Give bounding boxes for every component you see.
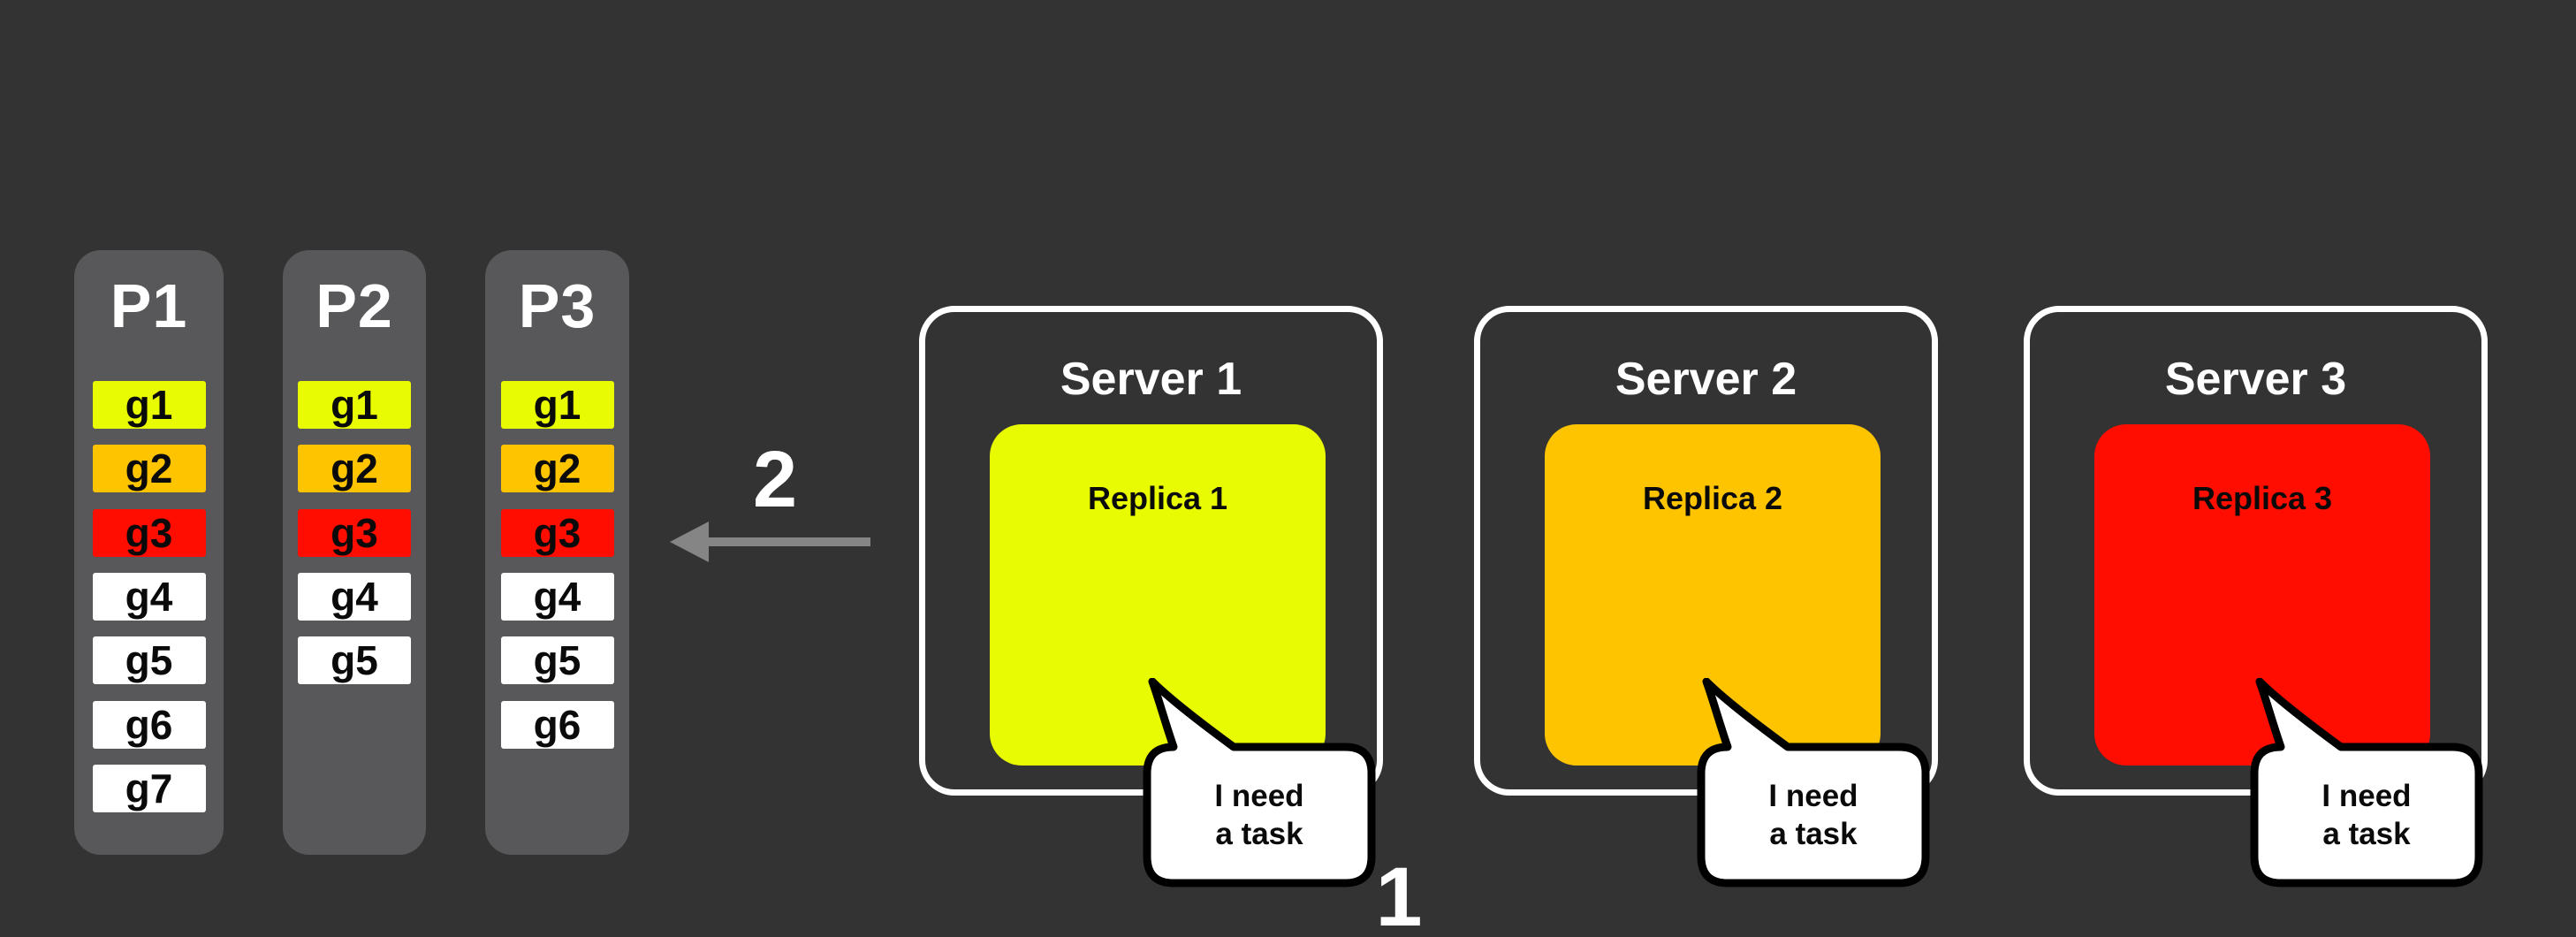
task-cell-g5: g5 xyxy=(92,636,206,684)
speech-bubble-1: I need a task xyxy=(1142,678,1380,890)
bubble-line1: I need xyxy=(2321,779,2412,813)
replica-label: Replica 3 xyxy=(2192,480,2333,516)
replica-label: Replica 1 xyxy=(1087,480,1228,516)
server-title: Server 3 xyxy=(2164,354,2347,405)
task-cell-g1: g1 xyxy=(500,381,614,429)
bubble-text: I need a task xyxy=(2254,747,2479,883)
server-title: Server 1 xyxy=(1060,354,1242,405)
partition-column-p3: P3 g1 g2 g3 g4 g5 g6 xyxy=(485,250,629,855)
task-cell-g1: g1 xyxy=(92,381,206,429)
step-2-label: 2 xyxy=(752,436,798,524)
speech-bubble-3: I need a task xyxy=(2249,678,2488,890)
bubble-line2: a task xyxy=(2322,817,2411,851)
speech-bubble-shape-icon xyxy=(2250,678,2483,887)
partition-column-p1: P1 g1 g2 g3 g4 g5 g6 g7 xyxy=(74,250,224,855)
speech-bubble-shape-icon xyxy=(1697,678,1930,887)
bubble-line2: a task xyxy=(1769,817,1858,851)
bubble-line2: a task xyxy=(1215,817,1303,851)
partition-title: P2 xyxy=(315,271,393,340)
speech-bubble-2: I need a task xyxy=(1696,678,1934,890)
bubble-line1: I need xyxy=(1768,779,1858,813)
task-cell-g5: g5 xyxy=(298,636,411,684)
partition-column-p2: P2 g1 g2 g3 g4 g5 xyxy=(283,250,426,855)
step-1-label: 1 xyxy=(1375,850,1423,937)
bubble-line1: I need xyxy=(1214,779,1304,813)
task-cell-g4: g4 xyxy=(500,573,614,621)
arrow-left-icon xyxy=(670,522,870,562)
task-cell-g3: g3 xyxy=(298,509,411,557)
task-cell-g2: g2 xyxy=(92,445,206,492)
replica-label: Replica 2 xyxy=(1642,480,1783,516)
speech-bubble-shape-icon xyxy=(1143,678,1376,887)
task-cell-g7: g7 xyxy=(92,765,206,812)
task-cell-g2: g2 xyxy=(500,445,614,492)
partition-title: P3 xyxy=(518,271,597,340)
task-cell-g1: g1 xyxy=(298,381,411,429)
bubble-text: I need a task xyxy=(1701,747,1926,883)
task-cell-g4: g4 xyxy=(298,573,411,621)
task-cell-g3: g3 xyxy=(92,509,206,557)
task-cell-g6: g6 xyxy=(92,701,206,749)
task-cell-g5: g5 xyxy=(500,636,614,684)
task-cell-g2: g2 xyxy=(298,445,411,492)
partition-title: P1 xyxy=(110,271,188,340)
task-cell-g3: g3 xyxy=(500,509,614,557)
server-title: Server 2 xyxy=(1615,354,1797,405)
task-cell-g6: g6 xyxy=(500,701,614,749)
task-cell-g4: g4 xyxy=(92,573,206,621)
replica-box-3: Replica 3 xyxy=(2094,424,2430,766)
bubble-text: I need a task xyxy=(1147,747,1372,883)
